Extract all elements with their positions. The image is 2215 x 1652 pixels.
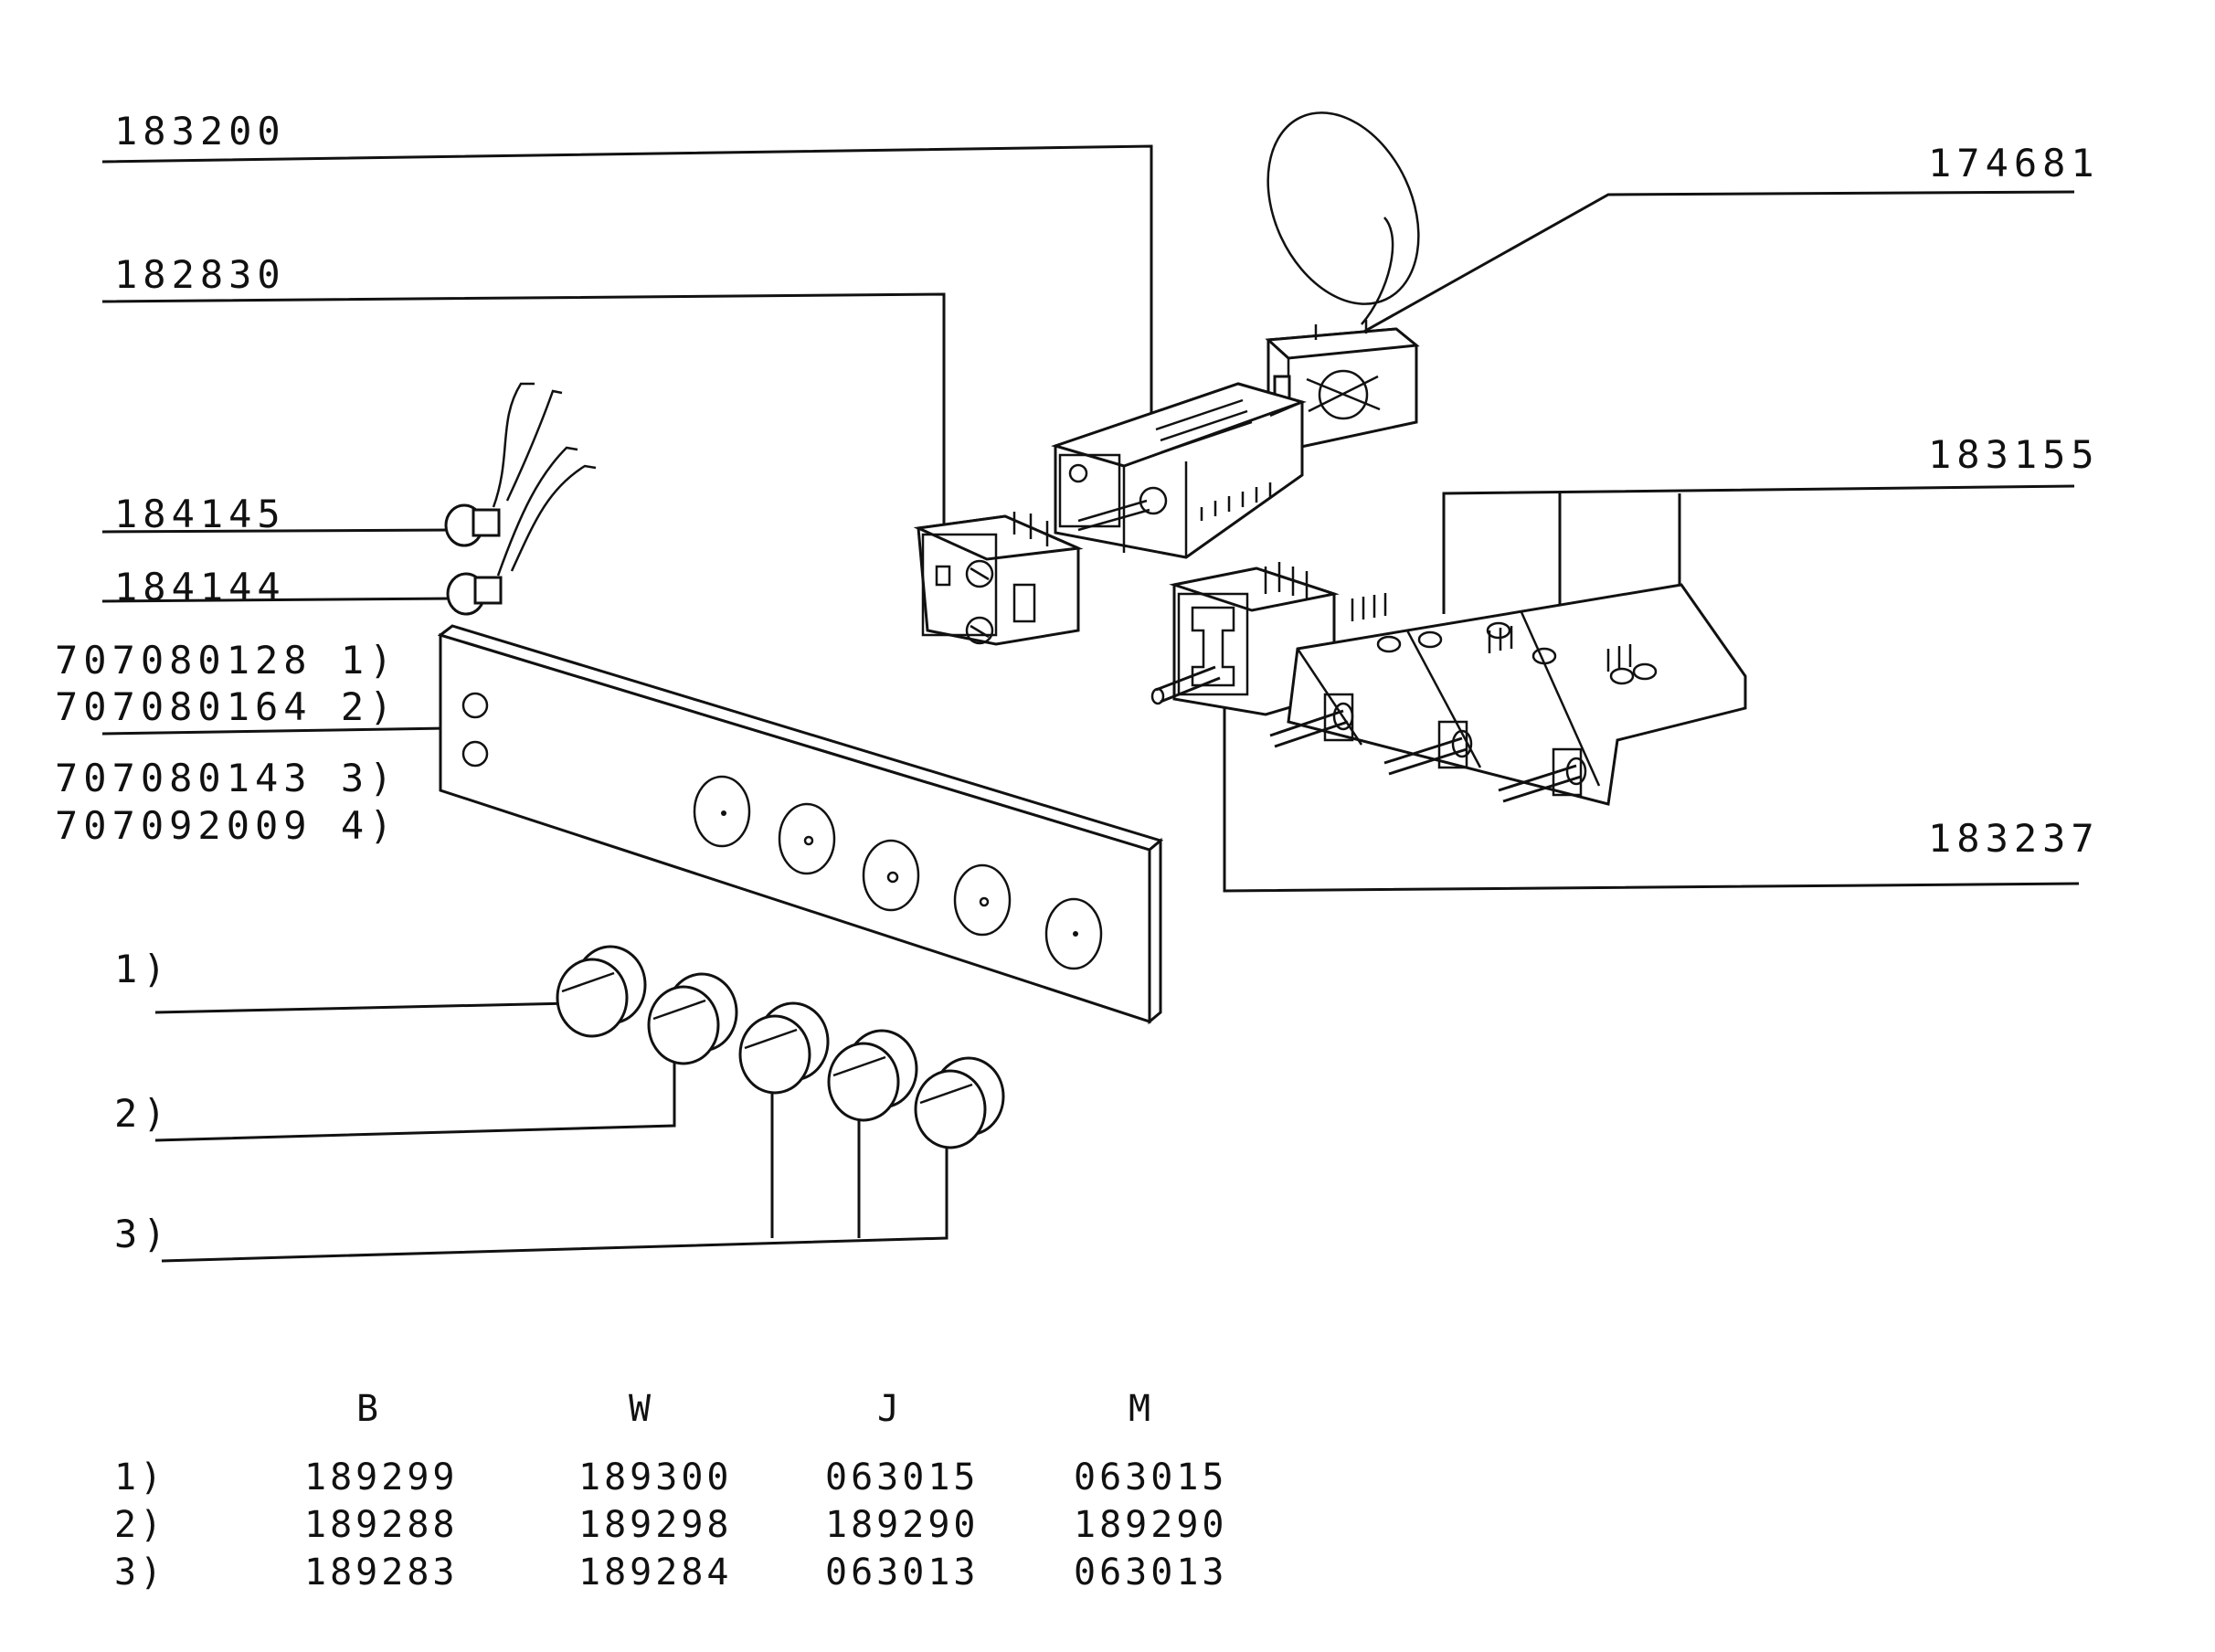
table-row-label: 3) — [114, 1551, 165, 1594]
table-header-b: B — [356, 1388, 382, 1430]
leader-knob-3 — [161, 1145, 949, 1263]
label-183237: 183237 — [1928, 816, 2100, 861]
leader-183200 — [101, 144, 1153, 429]
indicator-lamp-184144 — [446, 446, 597, 616]
control-panel — [437, 624, 1164, 1025]
table-cell: 189290 — [1074, 1504, 1228, 1546]
rotary-switch-assembly — [1150, 562, 1747, 806]
knob-1 — [556, 945, 647, 1038]
table-cell: 063013 — [1074, 1551, 1228, 1594]
relay-183200 — [1051, 382, 1307, 559]
label-184144: 184144 — [114, 565, 286, 609]
leader-panel — [101, 726, 449, 736]
table-cell: 063015 — [825, 1456, 980, 1498]
switch-174681 — [1265, 111, 1420, 451]
label-707080164: 707080164 2) — [55, 684, 397, 729]
label-184145: 184145 — [114, 492, 286, 536]
label-183200: 183200 — [114, 109, 286, 154]
knob-2 — [647, 972, 738, 1065]
knob-4 — [827, 1029, 918, 1122]
table-cell: 189290 — [825, 1504, 980, 1546]
knob-5 — [914, 1056, 1005, 1149]
variant-table: B W J M 1) 189299 189300 063015 063015 2… — [114, 1388, 1228, 1594]
label-707080128: 707080128 1) — [55, 638, 397, 683]
knobs — [556, 945, 1005, 1149]
label-knob-2: 2) — [114, 1091, 172, 1136]
table-header-j: J — [877, 1388, 903, 1430]
knob-3 — [738, 1001, 830, 1095]
label-182830: 182830 — [114, 252, 286, 297]
table-cell: 189284 — [578, 1551, 733, 1594]
leader-174681 — [1351, 190, 2075, 340]
label-707092009: 707092009 4) — [55, 803, 397, 848]
table-cell: 189298 — [578, 1504, 733, 1546]
indicator-lamp-184145 — [444, 382, 563, 547]
leader-183155 — [1442, 484, 2075, 614]
leader-184145 — [101, 528, 453, 534]
leader-184144 — [101, 597, 455, 603]
switch-182830 — [913, 512, 1084, 646]
table-cell: 189300 — [578, 1456, 733, 1498]
table-cell: 189299 — [304, 1456, 459, 1498]
leader-knob-2 — [154, 1049, 676, 1142]
table-cell: 063013 — [825, 1551, 980, 1594]
label-183155: 183155 — [1928, 432, 2100, 477]
leader-lines — [101, 144, 2080, 1263]
table-cell: 189283 — [304, 1551, 459, 1594]
label-knob-3: 3) — [114, 1212, 172, 1256]
label-707080143: 707080143 3) — [55, 756, 397, 800]
table-cell: 063015 — [1074, 1456, 1228, 1498]
table-header-m: M — [1129, 1388, 1154, 1430]
table-row-label: 1) — [114, 1456, 165, 1498]
label-174681: 174681 — [1928, 141, 2100, 185]
leader-knob-1 — [154, 1001, 572, 1014]
table-header-w: W — [629, 1388, 654, 1430]
table-row-label: 2) — [114, 1504, 165, 1546]
label-knob-1: 1) — [114, 947, 172, 991]
leader-183237 — [1223, 696, 2080, 893]
table-cell: 189288 — [304, 1504, 459, 1546]
leader-182830 — [101, 292, 946, 548]
